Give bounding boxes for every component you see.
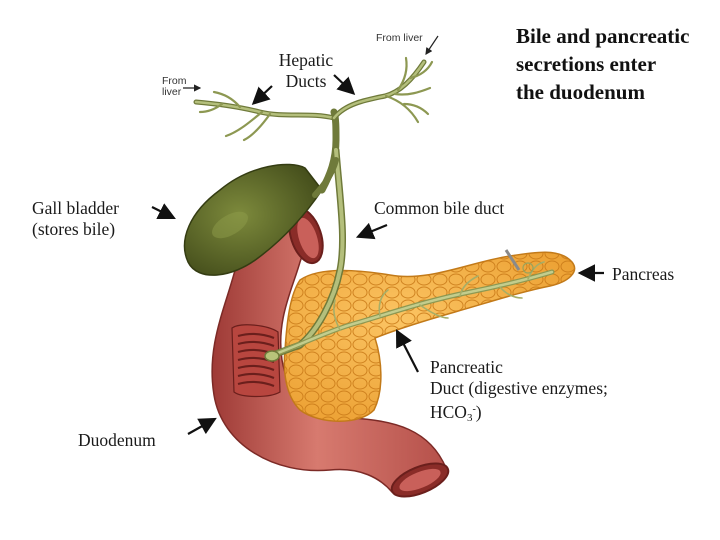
duodenum-label: Duodenum — [78, 430, 156, 450]
common-bile-duct-label: Common bile duct — [374, 198, 505, 218]
gall-bladder-organ — [183, 163, 323, 276]
hepatic-ducts-line-2: Ducts — [285, 71, 327, 91]
gall-bladder-line-2: (stores bile) — [32, 219, 116, 239]
hco3-superscript: - — [472, 404, 476, 415]
duct-system — [193, 56, 555, 362]
pancreatic-duct-line-1: Pancreatic — [430, 357, 503, 377]
gall-bladder-line-1: Gall bladder — [32, 198, 119, 218]
duodenum-arrow — [187, 417, 217, 435]
gall-bladder-arrow — [151, 203, 176, 219]
pancreas-organ — [283, 251, 576, 422]
pancreatic-duct-label: Pancreatic Duct (digestive enzymes; HCO3… — [430, 357, 608, 429]
common-bile-duct-arrow — [355, 222, 388, 240]
from-liver-left-line-2: liver — [162, 86, 182, 98]
from-liver-left-label: From liver — [162, 76, 187, 98]
pancreatic-duct-line-2: Duct (digestive enzymes; — [430, 378, 608, 398]
from-liver-left-line-1: From — [162, 75, 187, 87]
title-line-2: secretions enter — [516, 52, 657, 76]
label-arrows — [151, 74, 604, 435]
title-line-3: the duodenum — [516, 80, 645, 104]
hepatic-ducts-left-arrow — [251, 85, 273, 106]
hepatic-ducts-right-arrow — [333, 74, 356, 96]
pancreatic-duct-arrow — [395, 329, 419, 373]
from-liver-right-label: From liver — [376, 32, 423, 44]
slide-title: Bile and pancreatic secretions enter the… — [516, 22, 716, 106]
hco3-suffix: ) — [475, 402, 482, 422]
hco3-subscript: 3 — [466, 412, 473, 424]
hco3-line: HCO3-) — [430, 399, 608, 429]
title-line-1: Bile and pancreatic — [516, 24, 690, 48]
hepatic-ducts-line-1: Hepatic — [278, 50, 334, 70]
probe-icon — [504, 249, 521, 271]
from-liver-right-arrow — [425, 35, 439, 55]
pancreas-label: Pancreas — [612, 264, 675, 284]
gall-bladder-label: Gall bladder (stores bile) — [32, 198, 119, 240]
hco3-prefix: HCO — [430, 402, 467, 422]
hepatic-ducts-label: Hepatic Ducts — [270, 50, 342, 92]
